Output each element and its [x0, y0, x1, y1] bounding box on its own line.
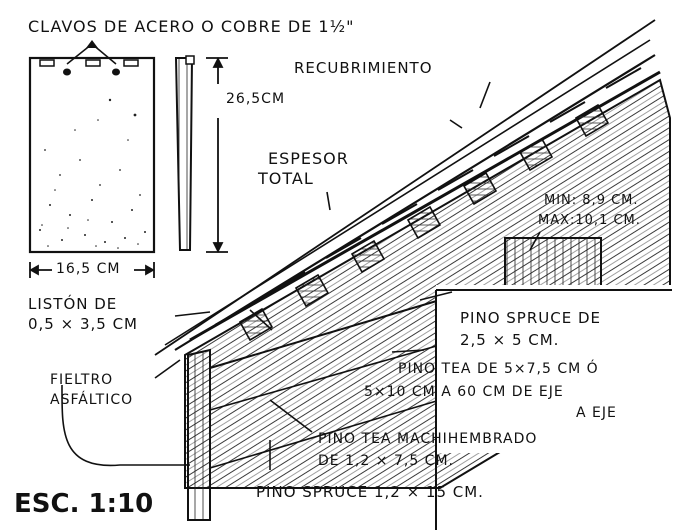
thickness-label-2: TOTAL — [258, 169, 314, 188]
width-label: 16,5 CM — [56, 261, 121, 277]
rafter-label-2: 5×10 CM A 60 CM DE EJE — [364, 384, 564, 400]
max-label: MAX:10,1 CM. — [538, 213, 641, 228]
height-dimension — [206, 56, 228, 254]
fascia-board — [187, 348, 211, 521]
scale-label: ESC. 1:10 — [14, 489, 154, 519]
battens — [238, 103, 610, 342]
height-label: 26,5CM — [226, 91, 286, 107]
spruce-top-label-2: 2,5 × 5 CM. — [460, 331, 560, 349]
spruce-top-label-1: PINO SPRUCE DE — [460, 309, 601, 327]
overlap-label: RECUBRIMIENTO — [294, 59, 433, 77]
shingle-steps — [214, 67, 642, 326]
width-dimension — [29, 262, 155, 278]
batten-label-1: LISTÓN DE — [28, 295, 118, 313]
rafter-label-3: A EJE — [576, 405, 617, 421]
felt-label-2: ASFÁLTICO — [50, 392, 134, 408]
board-label-2: DE 1,2 × 7,5 CM. — [318, 453, 454, 469]
thickness-label-1: ESPESOR — [268, 149, 349, 168]
nail-slots — [39, 59, 139, 67]
shingle-side-view — [174, 55, 195, 251]
spruce-bottom-label: PINO SPRUCE 1,2 × 15 CM. — [256, 483, 484, 501]
felt-label-1: FIELTRO — [50, 372, 114, 388]
nail-arrow-icon — [86, 40, 98, 48]
nails-label: CLAVOS DE ACERO O COBRE DE 1½" — [28, 17, 355, 36]
rafter-label-1: PINO TEA DE 5×7,5 CM Ó — [398, 361, 599, 377]
shingle-speckle — [39, 98, 146, 249]
rafter-end-block — [504, 237, 602, 291]
roof-section — [61, 19, 672, 530]
shingle-front-view — [28, 40, 156, 254]
min-label: MIN: 8,9 CM. — [544, 193, 639, 208]
batten-label-2: 0,5 × 3,5 CM — [28, 315, 138, 333]
leaders — [61, 81, 541, 470]
board-label-1: PINO TEA MACHIHEMBRADO — [318, 431, 538, 447]
nail-heads-icon — [63, 68, 120, 76]
